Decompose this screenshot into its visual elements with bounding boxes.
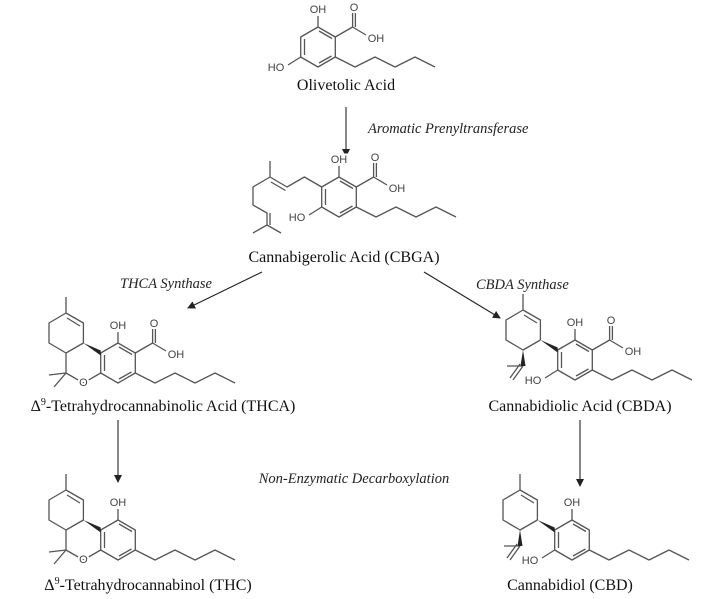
hydroxyl-label: OH [564,497,581,509]
cbga-structure: OH O OH HO [252,150,457,234]
hydroxyl-label: HO [525,375,542,387]
carbonyl-oxygen-label: O [350,2,359,14]
hydroxyl-label: OH [625,346,642,358]
carbonyl-oxygen-label: O [607,315,616,327]
arrow-thca-synthase [187,271,263,309]
ring-oxygen-label: O [79,377,88,389]
hydroxyl-label: HO [522,555,539,567]
hydroxyl-label: OH [110,320,127,332]
enzyme-label-decarboxylation: Non-Enzymatic Decarboxylation [258,471,449,487]
thca-label: Δ9-Tetrahydrocannabinolic Acid (THCA) [31,397,296,415]
cbda-label: Cannabidiolic Acid (CBDA) [488,398,671,415]
hydroxyl-label: OH [331,154,348,166]
hydroxyl-label: OH [567,317,584,329]
olivetolic-acid-structure: OH O OH HO [266,0,436,76]
hydroxyl-label: OH [168,349,185,361]
enzyme-label-thca-synthase: THCA Synthase [120,276,213,292]
hydroxyl-label: OH [110,497,127,509]
olivetolic-acid-label: Olivetolic Acid [297,77,395,94]
cbd-label: Cannabidiol (CBD) [507,577,633,594]
thca-structure: O OH O OH [48,297,236,391]
hydroxyl-label: HO [289,212,306,224]
hydroxyl-label: OH [310,4,327,16]
cbda-structure: OH O OH HO [505,294,693,389]
enzyme-label-cbda-synthase: CBDA Synthase [476,277,569,293]
arrow-cbda-synthase [423,271,501,319]
cbga-label: Cannabigerolic Acid (CBGA) [248,249,439,266]
carbonyl-oxygen-label: O [371,152,380,164]
carbonyl-oxygen-label: O [150,318,159,330]
cbd-structure: OH HO [502,474,690,569]
thc-label: Δ9-Tetrahydrocannabinol (THC) [44,576,251,594]
hydroxyl-label: OH [368,33,385,45]
enzyme-label-prenyltransferase: Aromatic Prenyltransferase [367,121,529,137]
thc-structure: O OH [48,474,236,568]
ring-oxygen-label: O [79,554,88,566]
hydroxyl-label: OH [389,183,406,195]
hydroxyl-label: HO [268,62,285,74]
